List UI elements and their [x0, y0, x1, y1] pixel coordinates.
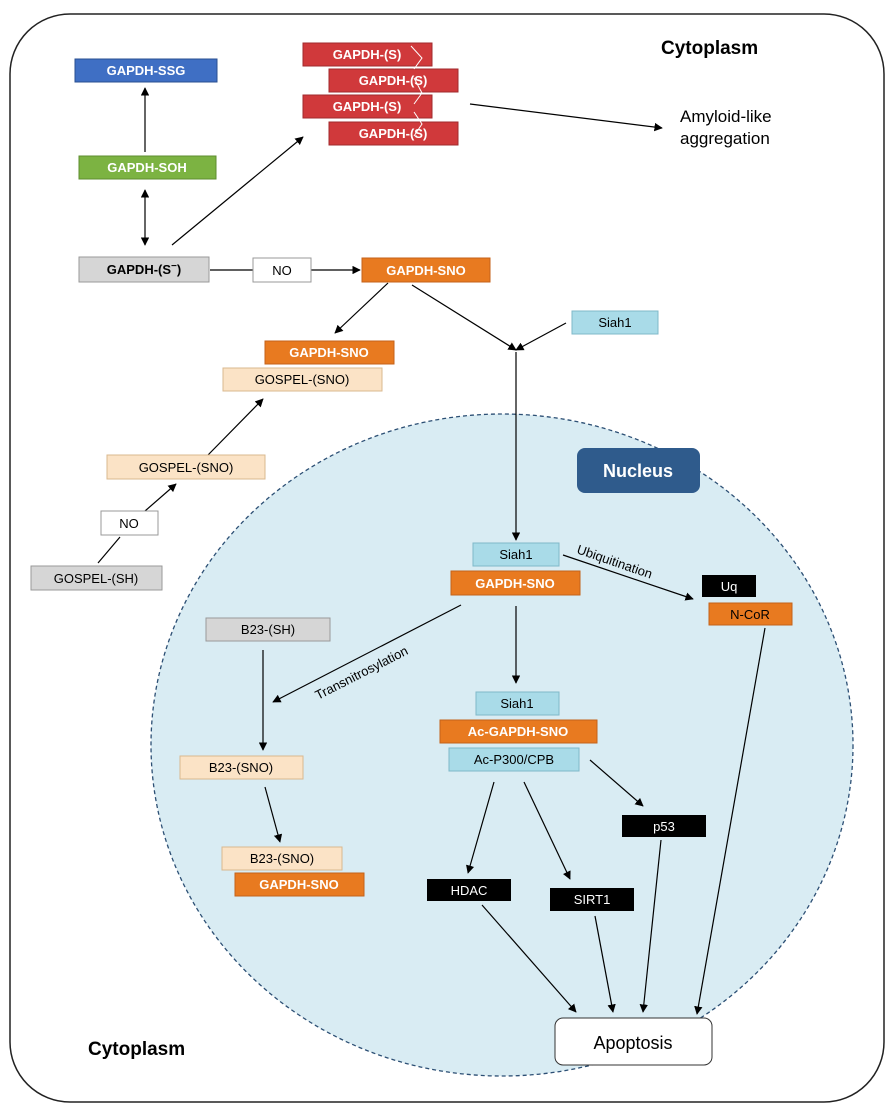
node-siah1-nuc1-label: Siah1 — [499, 547, 532, 562]
node-gapdh-s-minus — [78, 256, 210, 283]
node-siah1-nuc1 — [472, 542, 560, 567]
node-hdac-label: HDAC — [451, 883, 488, 898]
arrow-p53-to-apoptosis — [639, 839, 662, 1013]
cytoplasm-label-top: Cytoplasm — [661, 38, 758, 59]
node-p53-label: p53 — [653, 819, 675, 834]
disulfide-links — [410, 45, 423, 137]
node-gapdh-sno-3-label: GAPDH-SNO — [475, 576, 554, 591]
amyloid-label-line1: Amyloid-like — [680, 107, 772, 126]
node-gospel-sno-1 — [222, 367, 383, 392]
arrow-siah1-to-junction — [515, 322, 567, 351]
node-ncor-label: N-CoR — [730, 607, 770, 622]
node-gapdh-sno-2 — [264, 340, 395, 365]
arrow-no-to-gospel-sno — [144, 483, 177, 512]
node-gospel-sno-1-label: GOSPEL-(SNO) — [255, 372, 350, 387]
node-no-1-label: NO — [272, 263, 292, 278]
arrow-hdac-to-apoptosis — [481, 904, 577, 1013]
node-siah1-nuc2 — [475, 691, 560, 716]
arrow-ubiquitination — [562, 554, 694, 601]
node-gapdh-s-4-label: GAPDH-(S) — [359, 126, 428, 141]
arrow-ac-to-p53 — [589, 759, 644, 807]
node-gapdh-s-3 — [302, 94, 433, 119]
node-gapdh-sno-4 — [234, 872, 365, 897]
arrow-sirt1-to-apoptosis — [594, 915, 616, 1013]
arrow-sno-to-junction — [411, 284, 517, 351]
node-gospel-sno-2-label: GOSPEL-(SNO) — [139, 460, 234, 475]
arrow-ac-to-hdac — [466, 781, 495, 874]
arrow-ac-to-sirt1 — [523, 781, 571, 880]
node-no-2-label: NO — [119, 516, 139, 531]
arrow-transnitrosylation — [272, 604, 462, 703]
node-gapdh-sno-4-label: GAPDH-SNO — [259, 877, 338, 892]
node-gapdh-s-4 — [328, 121, 459, 146]
node-ncor — [708, 602, 793, 626]
node-gapdh-s-2 — [328, 68, 459, 93]
node-gapdh-soh — [78, 155, 217, 180]
node-uq — [702, 575, 756, 597]
node-ac-gapdh-sno-label: Ac-GAPDH-SNO — [468, 724, 568, 739]
node-b23-sh-label: B23-(SH) — [241, 622, 295, 637]
node-no-1 — [252, 257, 312, 283]
node-gapdh-sno-1 — [361, 257, 491, 283]
arrow-sno-to-gospel-complex — [334, 282, 389, 334]
node-b23-sh — [205, 617, 331, 642]
arrow-ncor-to-apoptosis — [694, 627, 766, 1015]
node-hdac — [427, 879, 511, 901]
node-sirt1 — [550, 888, 634, 911]
node-ac-p300-label: Ac-P300/CPB — [474, 752, 554, 767]
node-gapdh-s-minus-label: GAPDH-(S−) — [107, 261, 181, 277]
node-siah1-nuc2-label: Siah1 — [500, 696, 533, 711]
nucleus-title-box — [577, 448, 700, 493]
node-gapdh-ssg — [74, 58, 218, 83]
node-p53 — [622, 815, 706, 837]
node-no-2 — [100, 510, 159, 536]
node-gapdh-ssg-label: GAPDH-SSG — [107, 63, 186, 78]
cytoplasm-label-bottom: Cytoplasm — [88, 1039, 185, 1060]
node-b23-sno-2-label: B23-(SNO) — [250, 851, 314, 866]
node-gapdh-sno-1-label: GAPDH-SNO — [386, 263, 465, 278]
node-siah1-cyto-label: Siah1 — [598, 315, 631, 330]
node-siah1-cyto — [571, 310, 659, 335]
apoptosis-box — [554, 1017, 713, 1066]
node-ac-gapdh-sno — [439, 719, 598, 744]
node-gapdh-s-1-label: GAPDH-(S) — [333, 47, 402, 62]
arrow-polymer-to-amyloid — [469, 103, 663, 132]
node-gapdh-sno-3 — [450, 570, 581, 596]
line-gospel-sh-to-no — [97, 536, 121, 564]
node-ac-p300 — [448, 747, 580, 772]
nucleus-region — [150, 413, 854, 1077]
arrow-b23-sno-to-complex — [264, 786, 283, 843]
node-gospel-sh — [30, 565, 163, 591]
arrow-s-minus-to-polymer — [171, 136, 304, 246]
amyloid-label-line2: aggregation — [680, 129, 770, 148]
apoptosis-label: Apoptosis — [593, 1033, 672, 1053]
arrow-gospel-sno-to-complex — [207, 398, 264, 456]
arrows — [97, 87, 766, 1015]
node-b23-sno-1-label: B23-(SNO) — [209, 760, 273, 775]
node-uq-label: Uq — [721, 579, 738, 594]
node-gapdh-s-2-label: GAPDH-(S) — [359, 73, 428, 88]
node-gapdh-s-1 — [302, 42, 433, 67]
node-gapdh-soh-label: GAPDH-SOH — [107, 160, 186, 175]
node-gospel-sh-label: GOSPEL-(SH) — [54, 571, 139, 586]
node-sirt1-label: SIRT1 — [574, 892, 611, 907]
node-gospel-sno-2 — [106, 454, 266, 480]
node-b23-sno-2 — [221, 846, 343, 871]
node-b23-sno-1 — [179, 755, 304, 780]
node-gapdh-s-3-label: GAPDH-(S) — [333, 99, 402, 114]
node-gapdh-sno-2-label: GAPDH-SNO — [289, 345, 368, 360]
nucleus-title: Nucleus — [603, 461, 673, 481]
